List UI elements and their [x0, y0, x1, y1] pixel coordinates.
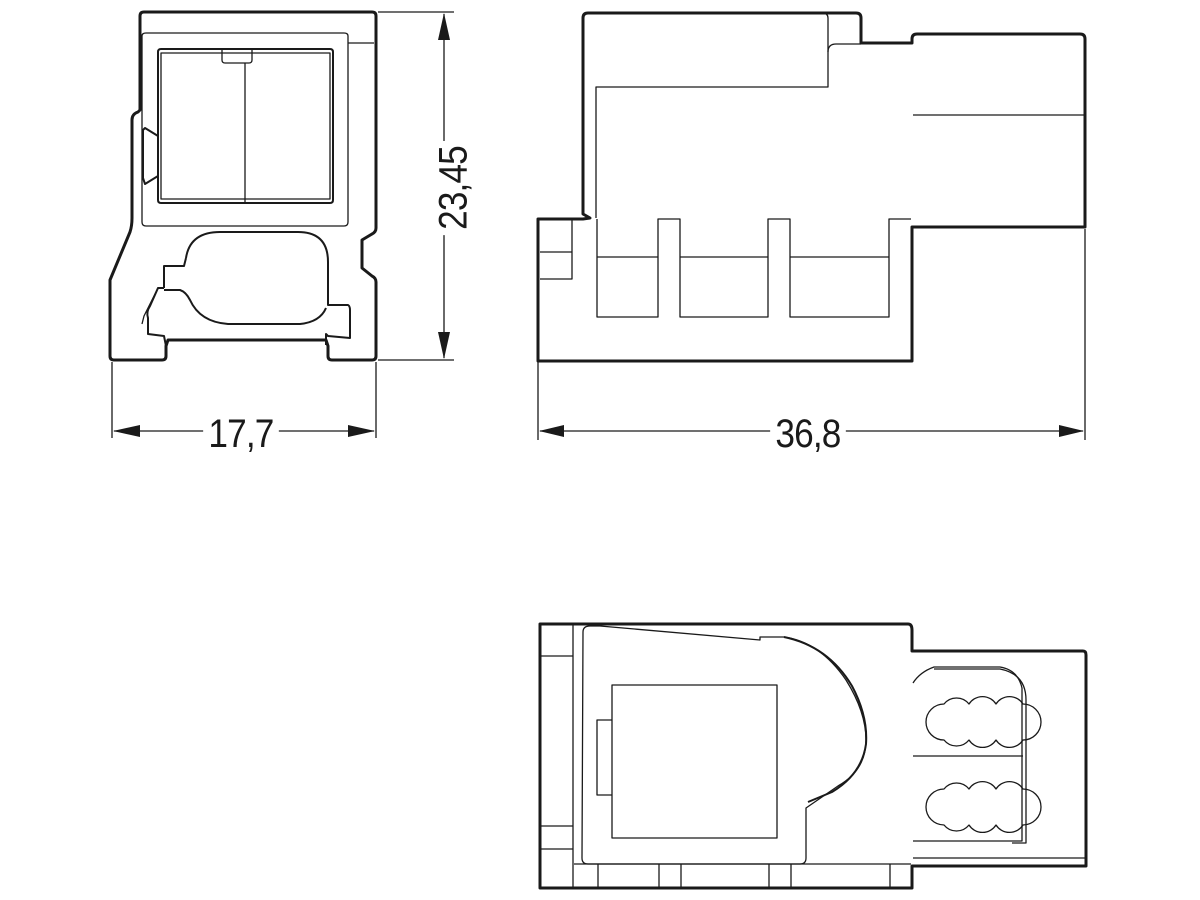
- dimension-length: [537, 229, 1086, 440]
- arrow-down-icon: [438, 332, 450, 359]
- arrow-right-icon: [348, 425, 375, 437]
- arrow-right-icon: [1059, 425, 1084, 437]
- top-view: [538, 622, 1088, 890]
- side-view: [536, 11, 1087, 363]
- dimension-width-label: 17,7: [203, 414, 279, 454]
- dimension-height: [378, 11, 454, 361]
- wire-entry-holes-lower: [925, 780, 1042, 834]
- arrow-left-icon: [539, 425, 564, 437]
- dimension-length-label: 36,8: [770, 414, 846, 454]
- arrow-up-icon: [438, 13, 450, 40]
- front-view: [108, 10, 378, 362]
- wire-entry-holes-upper: [925, 695, 1042, 749]
- arrow-left-icon: [113, 425, 140, 437]
- dimension-height-label: 23,45: [432, 140, 476, 236]
